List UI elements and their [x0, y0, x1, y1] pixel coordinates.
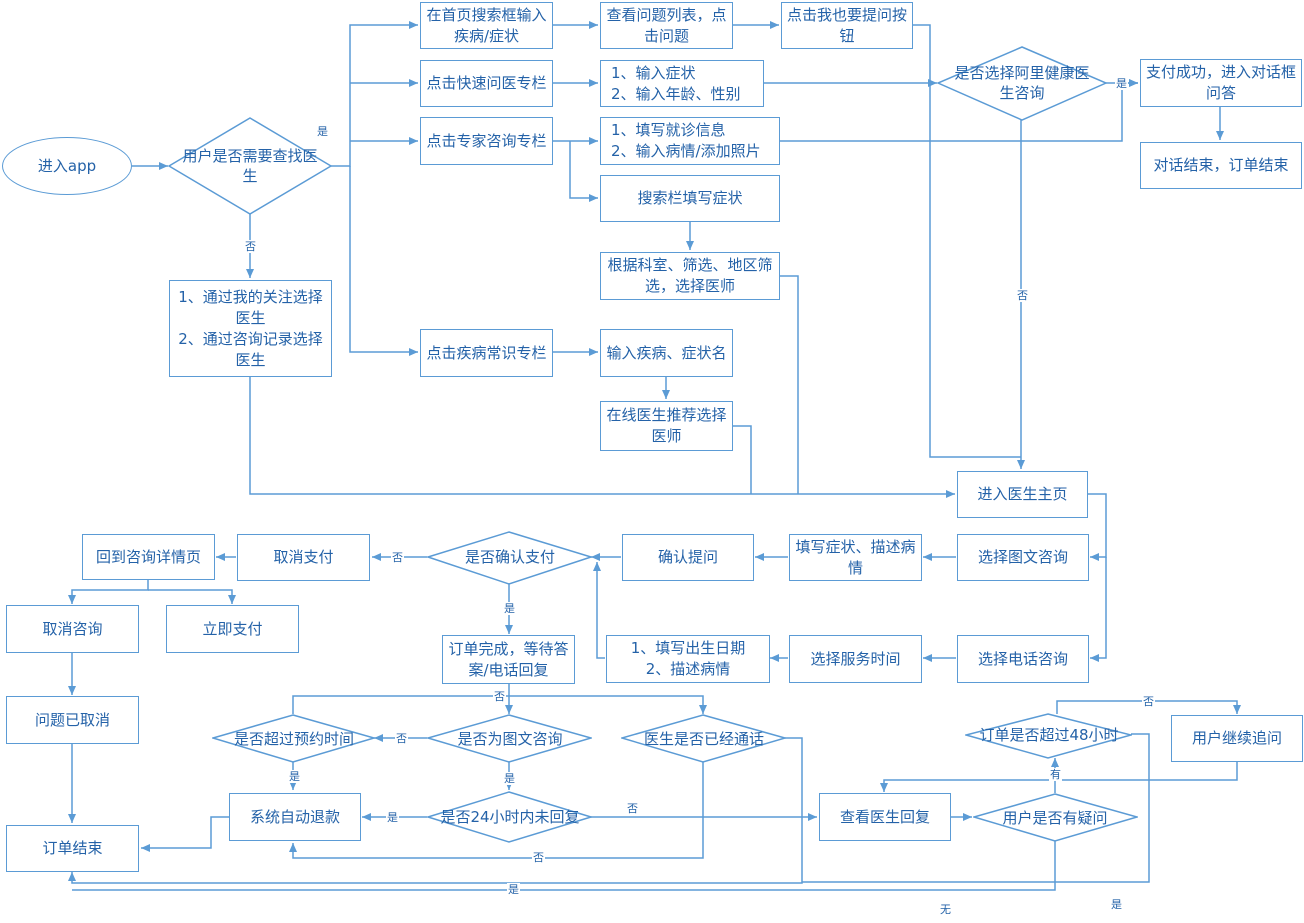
process-auto-refund: 系统自动退款: [229, 793, 361, 841]
decision-diamond: [427, 791, 592, 843]
edge-label-no: 否: [532, 851, 545, 864]
process-fill-info: 1、填写就诊信息 2、输入病情/添加照片: [600, 117, 780, 165]
process-input-disease: 输入疾病、症状名: [600, 329, 733, 377]
decision-diamond: [965, 713, 1132, 759]
process-fill-birth: 1、填写出生日期 2、描述病情: [606, 635, 770, 683]
decision-diamond: [621, 714, 786, 763]
edge-label-no: 否: [626, 802, 639, 815]
decision-diamond: [427, 531, 592, 585]
process-confirm-ask: 确认提问: [622, 534, 754, 581]
process-disease-info: 点击疾病常识专栏: [420, 329, 553, 377]
decision-diamond: [212, 714, 375, 763]
process-input-symptom: 1、输入症状 2、输入年龄、性别: [600, 60, 764, 107]
process-describe: 填写症状、描述病情: [789, 534, 922, 581]
process-cancel-pay: 取消支付: [237, 534, 370, 581]
edge-label-no: 否: [1016, 289, 1029, 302]
edge-label-yes: 是: [386, 811, 399, 824]
process-order-done: 订单完成，等待答案/电话回复: [442, 635, 575, 684]
edge-label-no: 否: [244, 240, 257, 253]
decision-diamond: [973, 793, 1138, 842]
process-order-end: 订单结束: [6, 825, 139, 872]
process-view-reply: 查看医生回复: [819, 793, 951, 841]
process-cancelled: 问题已取消: [6, 696, 139, 744]
edge-label-no: 否: [395, 732, 408, 745]
process-view-list: 查看问题列表，点击问题: [600, 2, 733, 49]
edge-label-yes: 是: [507, 883, 520, 896]
process-click-ask: 点击我也要提问按钮: [781, 2, 913, 49]
edge-label-yes: 是: [1115, 77, 1128, 90]
process-choose-text: 选择图文咨询: [957, 534, 1089, 581]
process-pay-success: 支付成功，进入对话框问答: [1140, 59, 1302, 107]
edge-label-yes: 是: [503, 602, 516, 615]
process-home-search: 在首页搜索框输入疾病/症状: [420, 2, 553, 49]
process-choose-phone: 选择电话咨询: [957, 635, 1089, 683]
edge-label-yes: 是: [1110, 898, 1123, 911]
process-cancel-consult: 取消咨询: [6, 605, 139, 653]
process-filter: 根据科室、筛选、地区筛选，选择医师: [600, 252, 780, 300]
process-chat-end: 对话结束，订单结束: [1140, 142, 1302, 189]
edge-label-no: 否: [493, 690, 506, 703]
edge-label-no: 否: [391, 551, 404, 564]
edge-label-yes: 是: [503, 772, 516, 785]
decision-diamond: [427, 714, 592, 763]
process-service-time: 选择服务时间: [789, 635, 922, 683]
start-node: 进入app: [2, 137, 132, 195]
edge-label-yes: 是: [288, 770, 301, 783]
process-via-follow: 1、通过我的关注选择医生 2、通过咨询记录选择医生: [169, 280, 332, 377]
decision-diamond: [168, 117, 332, 215]
edge-label-yes: 是: [316, 125, 329, 138]
edge-label-have: 有: [1049, 768, 1062, 781]
process-pay-now: 立即支付: [166, 605, 299, 653]
edge-label-no: 否: [1142, 695, 1155, 708]
process-follow-up: 用户继续追问: [1171, 715, 1303, 762]
process-expert: 点击专家咨询专栏: [420, 117, 553, 165]
process-doctor-home: 进入医生主页: [957, 471, 1088, 518]
process-quick-ask: 点击快速问医专栏: [420, 60, 553, 107]
edge-label-none: 无: [939, 903, 952, 916]
process-search-bar: 搜索栏填写症状: [600, 175, 780, 222]
process-back-detail: 回到咨询详情页: [82, 534, 215, 580]
process-online-rec: 在线医生推荐选择医师: [600, 401, 733, 451]
decision-diamond: [937, 46, 1107, 121]
